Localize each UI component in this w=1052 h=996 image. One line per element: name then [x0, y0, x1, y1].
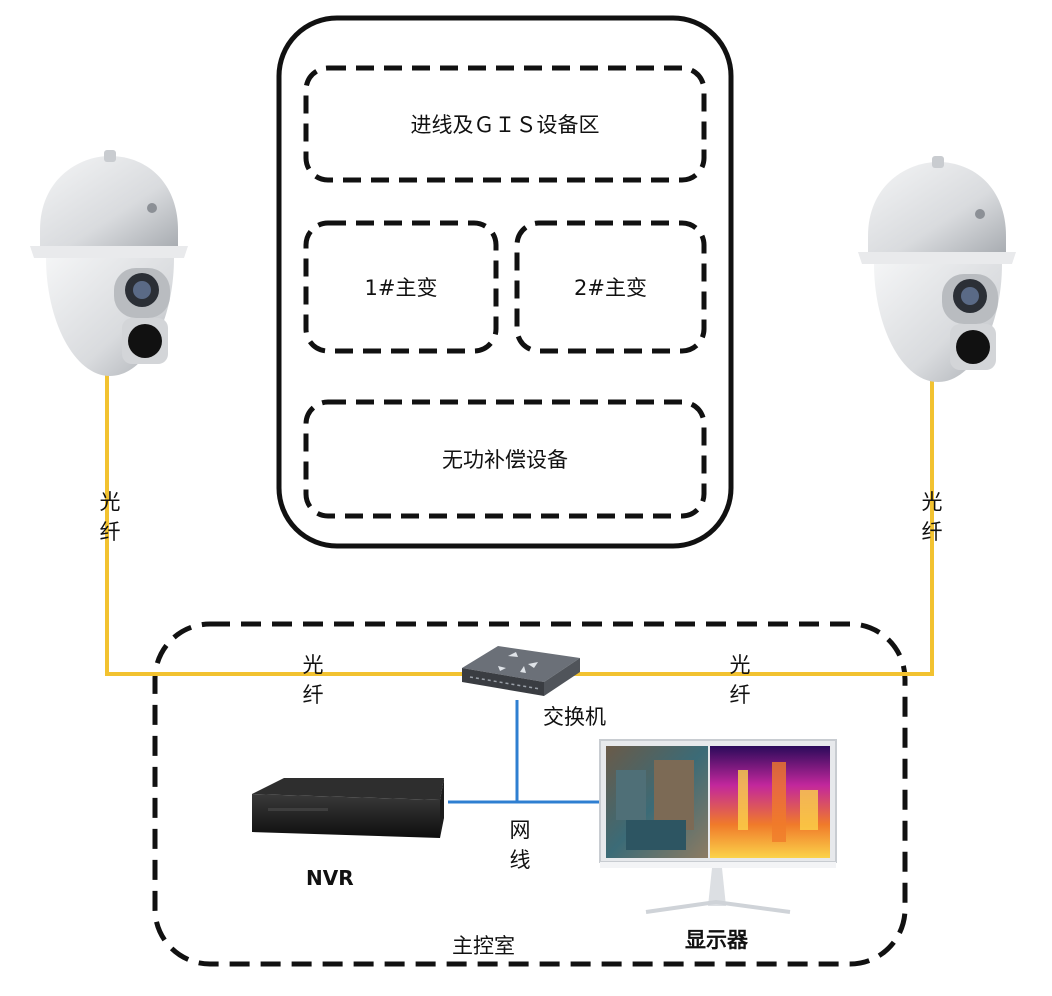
transformer-2-box [514, 220, 707, 354]
fiber-to-switch-left-label: 光 纤 [298, 650, 328, 710]
substation-frame [276, 15, 734, 549]
left-fiber-line [105, 370, 470, 676]
network-cable-char-2: 线 [509, 848, 531, 872]
right-fiber-char-1: 光 [921, 490, 943, 514]
switch-label: 交换机 [543, 705, 606, 729]
left-fiber-char-1: 光 [99, 490, 121, 514]
transformer-1-box [303, 220, 499, 354]
right-fiber-char-2: 纤 [921, 520, 943, 544]
gis-area-box [303, 65, 707, 183]
network-switch-icon [462, 646, 580, 696]
ptz-camera-icon [30, 150, 188, 376]
fiber-to-switch-right-label: 光 纤 [725, 650, 755, 710]
network-cable-char-1: 网 [509, 818, 531, 842]
monitor-label: 显示器 [685, 928, 748, 952]
nvr-icon [252, 778, 444, 838]
fiber-to-switch-left-char-1: 光 [302, 653, 324, 677]
left-fiber-char-2: 纤 [99, 520, 121, 544]
monitor-icon [599, 739, 837, 914]
fiber-to-switch-right-char-2: 纤 [729, 683, 751, 707]
right-fiber-label: 光 纤 [917, 487, 947, 547]
reactive-compensation-label: 无功补偿设备 [442, 448, 568, 472]
left-fiber-label: 光 纤 [95, 487, 125, 547]
network-cable-label: 网 线 [505, 815, 535, 875]
nvr-label: NVR [306, 866, 354, 890]
right-fiber-line [565, 375, 934, 676]
fiber-to-switch-right-char-1: 光 [729, 653, 751, 677]
ptz-camera-icon [858, 156, 1016, 382]
control-room-label: 主控室 [452, 934, 515, 958]
transformer-2-label: 2#主变 [574, 276, 647, 300]
control-room-frame [152, 621, 908, 967]
gis-area-label: 进线及ＧＩＳ设备区 [410, 113, 600, 137]
reactive-compensation-box [303, 399, 707, 519]
transformer-1-label: 1#主变 [364, 276, 438, 300]
fiber-to-switch-left-char-2: 纤 [302, 683, 324, 707]
